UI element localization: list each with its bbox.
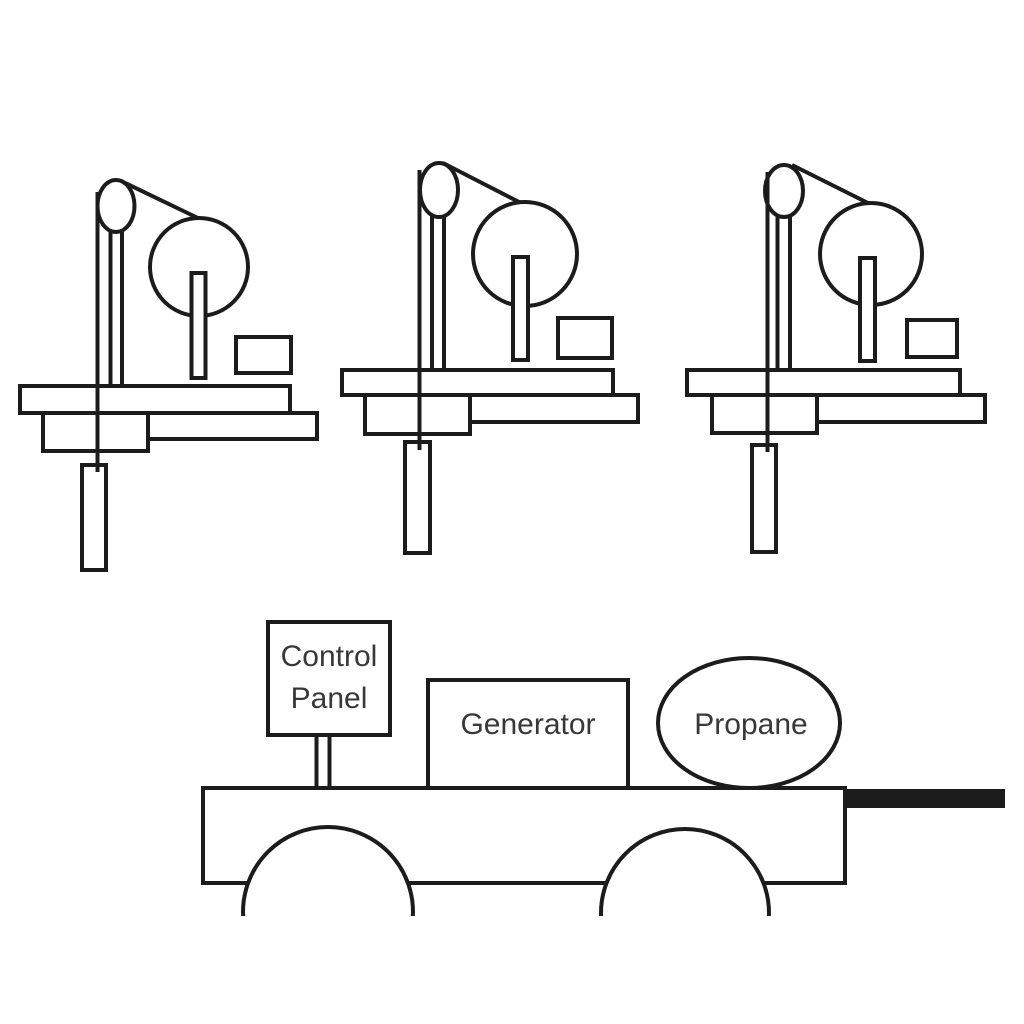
base-top-rail — [340, 368, 615, 397]
belt-line — [791, 163, 869, 205]
base-lower-right-block — [468, 393, 640, 424]
pulley — [418, 161, 460, 219]
generator-label: Generator — [460, 708, 595, 741]
pulley — [95, 178, 137, 234]
counterweight — [80, 463, 108, 572]
tow-bar — [843, 789, 1005, 808]
engine-block — [556, 316, 614, 360]
piston-rod — [511, 255, 530, 362]
pulley — [763, 163, 805, 219]
engine-block — [234, 335, 293, 375]
base-lower-right-block — [815, 393, 987, 424]
piston-rod — [189, 271, 208, 380]
base-lower-right-block — [146, 411, 319, 441]
belt-line — [442, 161, 522, 205]
bottom-crop-mask — [0, 916, 1024, 1024]
belt-line — [120, 179, 201, 221]
control-panel-label-line2: Panel — [291, 682, 368, 715]
counterweight — [750, 443, 778, 554]
base-top-rail — [685, 368, 962, 397]
base-lower-left-block — [710, 393, 819, 435]
generator-box — [426, 678, 630, 792]
engine-block — [905, 318, 959, 359]
pump-unit-1 — [18, 178, 319, 572]
control-panel-box — [266, 620, 392, 737]
propane-label: Propane — [694, 708, 807, 741]
counterweight — [403, 440, 432, 555]
piston-rod — [858, 256, 877, 363]
trailer: Control Panel Generator Propane — [0, 620, 1024, 1024]
control-panel-label-line1: Control — [281, 640, 378, 673]
pump-unit-3 — [685, 163, 987, 554]
base-top-rail — [18, 384, 292, 415]
pump-unit-2 — [340, 161, 640, 555]
